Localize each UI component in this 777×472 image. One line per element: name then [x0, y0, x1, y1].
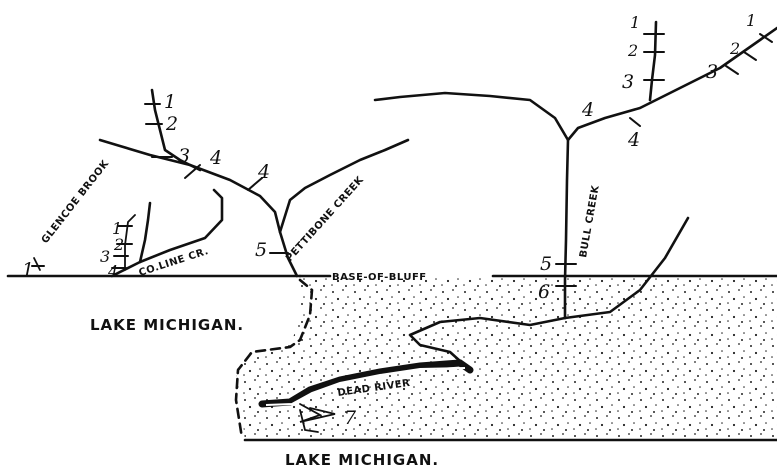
station-coline-4: 4: [107, 262, 118, 281]
bull-creek-north-branch: [648, 20, 658, 102]
station-glencoe-1: 1: [22, 259, 34, 281]
base-of-bluff-label: BASE-OF-BLUFF: [332, 272, 427, 283]
bull-tick-4b: [629, 117, 641, 127]
station-bull-5: 5: [540, 253, 552, 275]
co-line-cr-label: CO.LINE CR.: [138, 246, 211, 279]
station-pet-5: 5: [255, 239, 267, 261]
bull-creek-east-stream: [563, 216, 690, 320]
dead-river-channel-inner: [265, 367, 466, 406]
station-bullw-2: 2: [627, 41, 638, 60]
station-pet-2: 2: [165, 113, 178, 135]
station-pet-4b: 4: [257, 161, 270, 183]
station-bulle-2: 2: [729, 39, 740, 58]
bulle-tick-2: [743, 51, 757, 61]
lagoon-dashed-boundary: [234, 278, 314, 440]
pettibone-creek-branch-east: [278, 138, 410, 234]
pettibone-creek-branch-north: [150, 88, 202, 172]
bull-creek-label: BULL CREEK: [578, 184, 602, 259]
station-coline-1: 1: [112, 219, 122, 238]
station-bullw-3: 3: [622, 71, 634, 93]
co-line-creek-branch2: [124, 214, 136, 271]
station-pet-4a: 4: [209, 147, 222, 169]
bulle-tick-3: [725, 65, 739, 75]
co-line-creek-branch: [138, 201, 152, 264]
bull-creek-west-branch: [373, 91, 570, 142]
lowland-area: [236, 277, 777, 440]
station-coline-2: 2: [113, 235, 124, 254]
station-coline-3: 3: [100, 247, 110, 266]
dead-river-mouth: [299, 403, 336, 433]
dead-river-channel: [258, 359, 474, 408]
station-bull-4b: 4: [627, 129, 640, 151]
lake-michigan-lower-label: LAKE MICHIGAN.: [285, 451, 439, 469]
glencoe-brook-label: GLENCOE BROOK: [40, 158, 112, 246]
glencoe-brook-stream: [33, 257, 41, 271]
bull-creek-lower: [408, 316, 567, 372]
station-bull-4a: 4: [581, 99, 594, 121]
pettibone-creek-label: PETTIBONE CREEK: [284, 174, 367, 264]
station-bulle-3: 3: [706, 61, 718, 83]
pet-tick-4a: [184, 164, 201, 179]
station-bullw-1: 1: [630, 13, 640, 32]
pet-tick-4b: [247, 177, 263, 191]
bull-creek-main: [563, 26, 777, 320]
station-pet-3: 3: [178, 145, 190, 167]
station-bulle-1: 1: [746, 11, 756, 30]
station-bull-6: 6: [538, 281, 550, 303]
station-dead-7: 7: [344, 407, 357, 429]
lake-michigan-upper-label: LAKE MICHIGAN.: [90, 316, 244, 334]
pettibone-creek-main: [98, 138, 299, 278]
station-pet-1: 1: [164, 91, 176, 113]
bulle-tick-1: [759, 33, 773, 43]
